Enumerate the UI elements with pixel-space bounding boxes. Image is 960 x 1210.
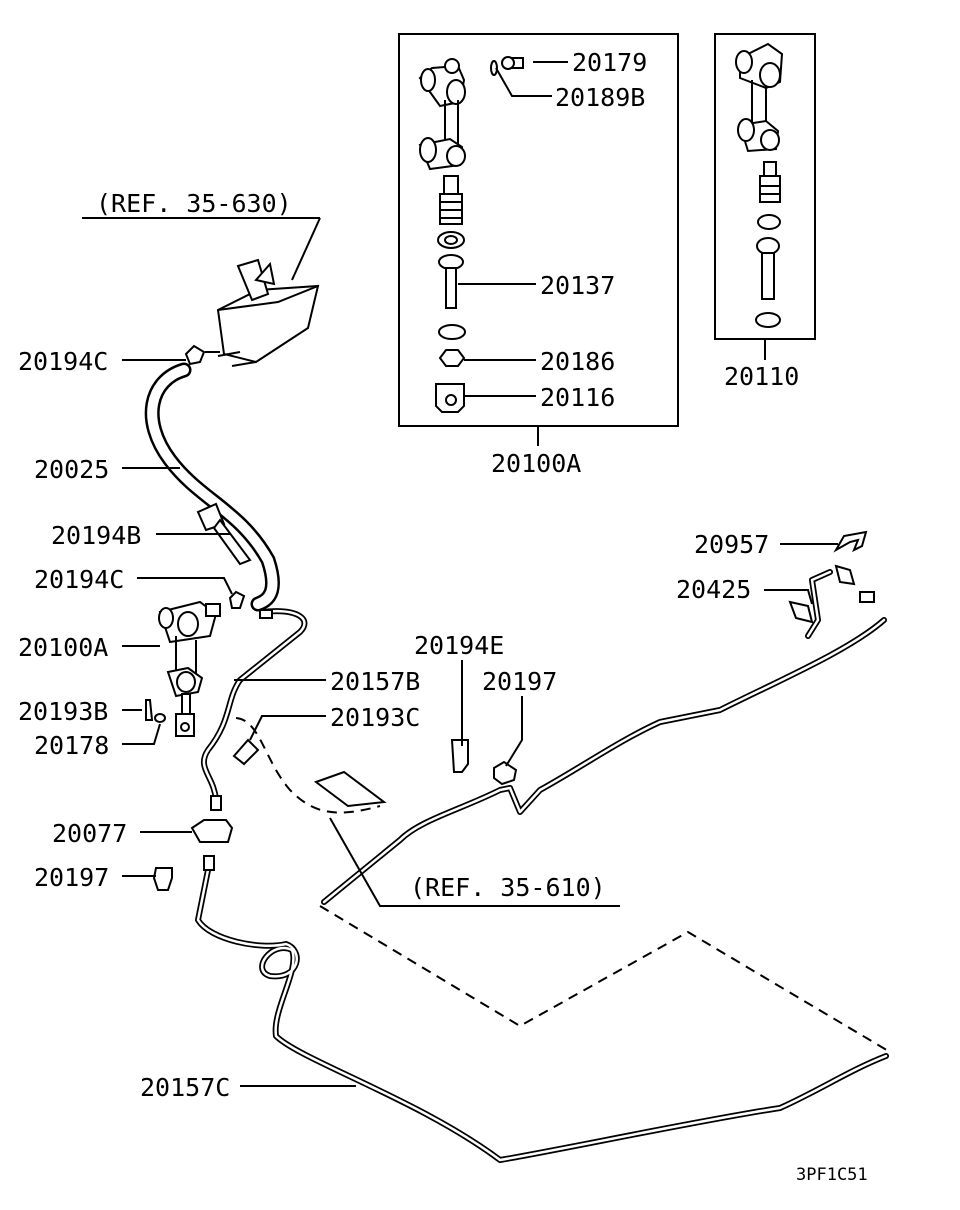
label-20100A: 20100A — [18, 633, 108, 662]
label-20193B: 20193B — [18, 697, 108, 726]
label-20425: 20425 — [676, 575, 751, 604]
label-20116: 20116 — [540, 383, 615, 412]
master-cylinder-20100A — [145, 600, 221, 737]
label-20189B: 20189B — [555, 83, 645, 112]
label-20194E: 20194E — [414, 631, 504, 660]
label-20197-left: 20197 — [34, 863, 109, 892]
label-20100A-box: 20100A — [491, 449, 581, 478]
figure-code: 3PF1C51 — [796, 1165, 868, 1185]
bolt-20197-left — [152, 867, 173, 891]
label-20193C: 20193C — [330, 703, 420, 732]
label-20197-mid: 20197 — [482, 667, 557, 696]
label-20157B: 20157B — [330, 667, 420, 696]
label-20178: 20178 — [34, 731, 109, 760]
floor-outline — [319, 905, 891, 1053]
pipe-20157B — [200, 608, 308, 811]
label-20137: 20137 — [540, 271, 615, 300]
label-20179: 20179 — [572, 48, 647, 77]
label-20194C-mid: 20194C — [34, 565, 124, 594]
bolt-20197-mid — [493, 760, 518, 786]
label-20025: 20025 — [34, 455, 109, 484]
clip-20194B — [196, 502, 252, 566]
label-20186: 20186 — [540, 347, 615, 376]
label-20194C-top: 20194C — [18, 347, 108, 376]
label-20077: 20077 — [52, 819, 127, 848]
label-20110: 20110 — [724, 362, 799, 391]
inset-20110-parts — [735, 42, 784, 328]
bracket-20194E — [450, 739, 469, 773]
inset-20100A-parts — [418, 56, 524, 413]
reservoir-tank — [184, 258, 320, 367]
label-20194B: 20194B — [51, 521, 141, 550]
fitting-20425 — [788, 564, 875, 624]
clutch-pedal — [232, 717, 387, 814]
clip-20957 — [833, 530, 868, 553]
hose-20025 — [144, 362, 280, 612]
label-20957: 20957 — [694, 530, 769, 559]
label-ref-35-610: (REF. 35-610) — [410, 873, 606, 902]
label-20157C: 20157C — [140, 1073, 230, 1102]
leader-lines — [82, 61, 838, 1087]
clamp-20194C — [228, 590, 246, 609]
label-ref-35-630: (REF. 35-630) — [96, 189, 292, 218]
pipe-to-slave — [321, 569, 887, 905]
pipe-20157C — [195, 855, 889, 1163]
union-20077 — [190, 819, 234, 843]
